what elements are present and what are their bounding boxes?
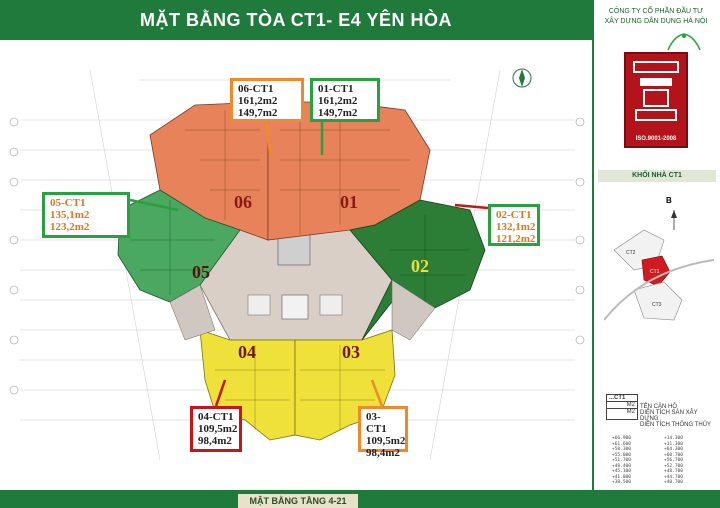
compass-label: B bbox=[666, 196, 672, 205]
elev-left-0: +66.900 bbox=[612, 436, 631, 441]
elev-left-6: +45.100 bbox=[612, 469, 631, 474]
unit-04-net-area: 98,4m2 bbox=[198, 435, 232, 447]
title-bar: MẶT BẰNG TÒA CT1- E4 YÊN HÒA bbox=[0, 0, 592, 40]
legend-box-row2: M2 bbox=[626, 409, 635, 415]
unit-number-01: 01 bbox=[340, 192, 358, 212]
unit-number-05: 05 bbox=[192, 262, 210, 282]
elev-left-1: +61.600 bbox=[612, 441, 631, 447]
legend-box-title: ...CT1 bbox=[607, 395, 637, 402]
legend-line3: DIỆN TÍCH THÔNG THỦY bbox=[640, 422, 712, 428]
unit-04-name: 04-CT1 bbox=[198, 411, 234, 423]
unit-03-net-area: 98,4m2 bbox=[366, 447, 400, 459]
unit-06-net-area: 149,7m2 bbox=[238, 107, 278, 119]
company-line2: XÂY DỰNG DÂN DỤNG HÀ NỘI bbox=[604, 18, 708, 25]
unit-label-03[interactable]: 03-CT1 109,5m2 98,4m2 bbox=[358, 406, 408, 459]
elev-right-1: +11.300 bbox=[664, 441, 683, 447]
laurel-icon bbox=[667, 33, 701, 51]
unit-06-name: 06-CT1 bbox=[238, 83, 274, 95]
elev-right-7: +44.700 bbox=[664, 474, 683, 480]
legend-box-row1: M2 bbox=[607, 402, 637, 409]
unit-06-gross-area: 161,2m2 bbox=[238, 95, 278, 107]
plan-compass-icon bbox=[512, 68, 532, 88]
elev-right-4: +56.700 bbox=[664, 458, 683, 463]
unit-02-gross-area: 132,1m2 bbox=[496, 221, 536, 233]
minimap-ct1: CT1 bbox=[650, 269, 660, 275]
elev-right-2: +64.300 bbox=[664, 447, 683, 452]
company-logo: ISO.9001-2008 bbox=[624, 52, 688, 148]
block-label: KHỐI NHÀ CT1 bbox=[598, 170, 716, 182]
unit-01-net-area: 149,7m2 bbox=[318, 107, 358, 119]
elev-right-0: +14.300 bbox=[664, 436, 683, 441]
elev-right-8: +40.700 bbox=[664, 480, 683, 485]
unit-label-05[interactable]: 05-CT1 135,1m2 123,2m2 bbox=[42, 192, 130, 238]
minimap-ct3: CT3 bbox=[652, 302, 662, 308]
unit-number-04: 04 bbox=[238, 342, 256, 362]
elev-left-4: +51.700 bbox=[612, 458, 631, 463]
elev-right-3: +60.700 bbox=[664, 452, 683, 458]
unit-01-gross-area: 161,2m2 bbox=[318, 95, 358, 107]
unit-label-04[interactable]: 04-CT1 109,5m2 98,4m2 bbox=[190, 406, 242, 452]
elev-left-7: +41.800 bbox=[612, 474, 631, 480]
unit-01-name: 01-CT1 bbox=[318, 83, 354, 95]
floor-plan bbox=[9, 68, 585, 461]
legend-text: TÊN CĂN HỘ DIỆN TÍCH SÀN XÂY DỰNG DIỆN T… bbox=[640, 404, 716, 428]
unit-02-net-area: 121,2m2 bbox=[496, 233, 536, 245]
bottom-bar bbox=[0, 490, 720, 508]
side-panel: CÔNG TY CỔ PHẦN ĐẦU TƯ XÂY DỰNG DÂN DỤNG… bbox=[592, 0, 720, 490]
unit-05-gross-area: 135,1m2 bbox=[50, 209, 90, 221]
unit-label-06[interactable]: 06-CT1 161,2m2 149,7m2 bbox=[230, 78, 304, 122]
unit-05-name: 05-CT1 bbox=[50, 197, 86, 209]
elev-left-3: +55.000 bbox=[612, 452, 631, 458]
company-line1: CÔNG TY CỔ PHẦN ĐẦU TƯ bbox=[608, 8, 704, 15]
site-minimap: CT2 CT1 CT3 bbox=[604, 210, 714, 330]
legend-line2: DIỆN TÍCH SÀN XÂY DỰNG bbox=[640, 410, 698, 422]
elevation-column-left: +66.900 +61.600 +58.300 +55.000 +51.700 … bbox=[612, 436, 631, 486]
floor-label: MẶT BẰNG TẦNG 4-21 bbox=[238, 494, 358, 508]
elev-right-5: +52.700 bbox=[664, 463, 683, 469]
minimap-ct2: CT2 bbox=[626, 250, 636, 256]
page-title: MẶT BẰNG TÒA CT1- E4 YÊN HÒA bbox=[139, 9, 453, 30]
legend-box: ...CT1 M2 M2 bbox=[606, 394, 638, 420]
elev-left-5: +48.400 bbox=[612, 463, 631, 469]
unit-02-name: 02-CT1 bbox=[496, 209, 532, 221]
logo-emblem-icon bbox=[633, 61, 679, 121]
unit-label-01[interactable]: 01-CT1 161,2m2 149,7m2 bbox=[310, 78, 380, 122]
elevation-column-right: +14.300 +11.300 +64.300 +60.700 +56.700 … bbox=[664, 436, 683, 486]
legend-line1: TÊN CĂN HỘ bbox=[640, 404, 678, 410]
unit-number-02: 02 bbox=[411, 256, 429, 276]
elev-left-2: +58.300 bbox=[612, 447, 631, 452]
iso-label: ISO.9001-2008 bbox=[635, 136, 677, 142]
elev-right-6: +48.700 bbox=[664, 469, 683, 474]
unit-03-name: 03-CT1 bbox=[366, 411, 387, 435]
unit-05-net-area: 123,2m2 bbox=[50, 221, 90, 233]
unit-label-02[interactable]: 02-CT1 132,1m2 121,2m2 bbox=[488, 204, 540, 246]
unit-number-03: 03 bbox=[342, 342, 360, 362]
elev-left-8: +38.500 bbox=[612, 480, 631, 485]
unit-03-gross-area: 109,5m2 bbox=[366, 435, 406, 447]
unit-number-06: 06 bbox=[234, 192, 252, 212]
unit-04-gross-area: 109,5m2 bbox=[198, 423, 238, 435]
